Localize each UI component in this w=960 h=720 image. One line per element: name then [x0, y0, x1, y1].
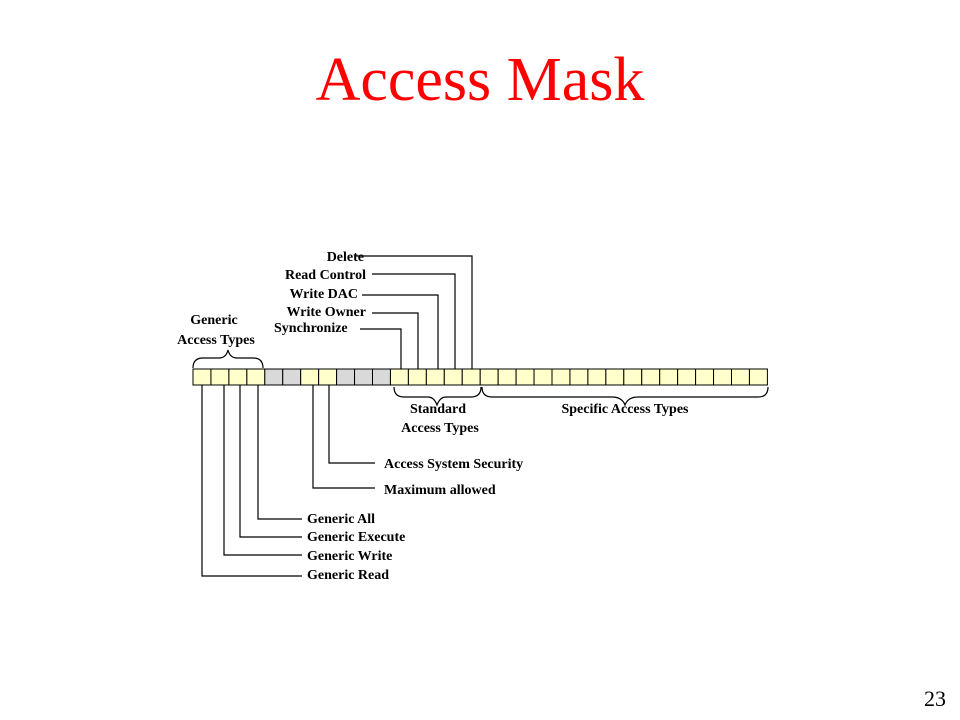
- generic-write-connector: [223, 385, 302, 556]
- bit-cell: [515, 368, 535, 386]
- bit-cell: [713, 368, 732, 386]
- bit-cell: [677, 368, 697, 386]
- specific-brace: [481, 386, 769, 407]
- write-owner-connector: [372, 312, 419, 369]
- label-generic-execute: Generic Execute: [307, 530, 405, 545]
- bit-cell: [461, 368, 481, 386]
- label-access-system-security: Access System Security: [384, 457, 523, 472]
- standard-group-label-2: Access Types: [401, 421, 479, 436]
- maximum-allowed-connector: [312, 385, 375, 489]
- bit-cell: [551, 368, 571, 386]
- bit-cell: [264, 368, 284, 386]
- bit-cell: [533, 368, 553, 386]
- specific-group-label: Specific Access Types: [561, 402, 689, 417]
- generic-execute-connector: [239, 385, 302, 538]
- access-system-security-connector: [328, 385, 375, 464]
- bit-cell: [300, 368, 320, 386]
- bit-cell: [407, 368, 427, 386]
- bit-cell: [731, 368, 750, 386]
- label-generic-read: Generic Read: [307, 568, 389, 583]
- delete-connector: [355, 255, 473, 369]
- bit-cell: [748, 368, 768, 386]
- bit-cell: [605, 368, 625, 386]
- label-write-dac: Write DAC: [289, 287, 358, 302]
- slide-title: Access Mask: [315, 46, 645, 114]
- label-delete: Delete: [327, 250, 364, 265]
- generic-group-label-1: Generic: [190, 313, 237, 328]
- bit-cell: [479, 368, 499, 386]
- connector-lines: [201, 255, 473, 577]
- bit-cell: [659, 368, 679, 386]
- bit-cell: [641, 368, 661, 386]
- group-braces: [192, 349, 769, 407]
- bit-cell: [497, 368, 517, 386]
- label-maximum-allowed: Maximum allowed: [384, 483, 496, 498]
- label-synchronize: Synchronize: [274, 321, 348, 336]
- generic-all-connector: [257, 385, 302, 520]
- bit-cell: [695, 368, 715, 386]
- bit-cell: [192, 368, 212, 386]
- bit-cell: [246, 368, 266, 386]
- bit-cell: [425, 368, 445, 386]
- bit-cell: [569, 368, 589, 386]
- bit-cell: [354, 368, 373, 386]
- bit-cell: [623, 368, 643, 386]
- page-number: 23: [924, 686, 946, 711]
- bit-cell: [282, 368, 302, 386]
- bit-cell: [587, 368, 607, 386]
- standard-brace: [393, 386, 482, 407]
- generic-read-connector: [201, 385, 302, 577]
- synchronize-connector: [360, 328, 402, 369]
- bit-cell: [210, 368, 230, 386]
- write-dac-connector: [362, 294, 439, 369]
- label-generic-all: Generic All: [307, 512, 375, 527]
- bit-cell: [372, 368, 391, 386]
- read-control-connector: [372, 273, 456, 369]
- bit-cell: [318, 368, 338, 386]
- label-write-owner: Write Owner: [287, 305, 366, 320]
- generic-brace: [192, 349, 264, 369]
- bit-cell: [389, 368, 409, 386]
- access-mask-bits: [192, 368, 768, 386]
- label-generic-write: Generic Write: [307, 549, 392, 564]
- bit-cell: [336, 368, 356, 386]
- standard-group-label-1: Standard: [410, 402, 466, 417]
- bit-cell: [228, 368, 248, 386]
- generic-group-label-2: Access Types: [177, 333, 255, 348]
- bit-cell: [443, 368, 463, 386]
- label-read-control: Read Control: [285, 268, 366, 283]
